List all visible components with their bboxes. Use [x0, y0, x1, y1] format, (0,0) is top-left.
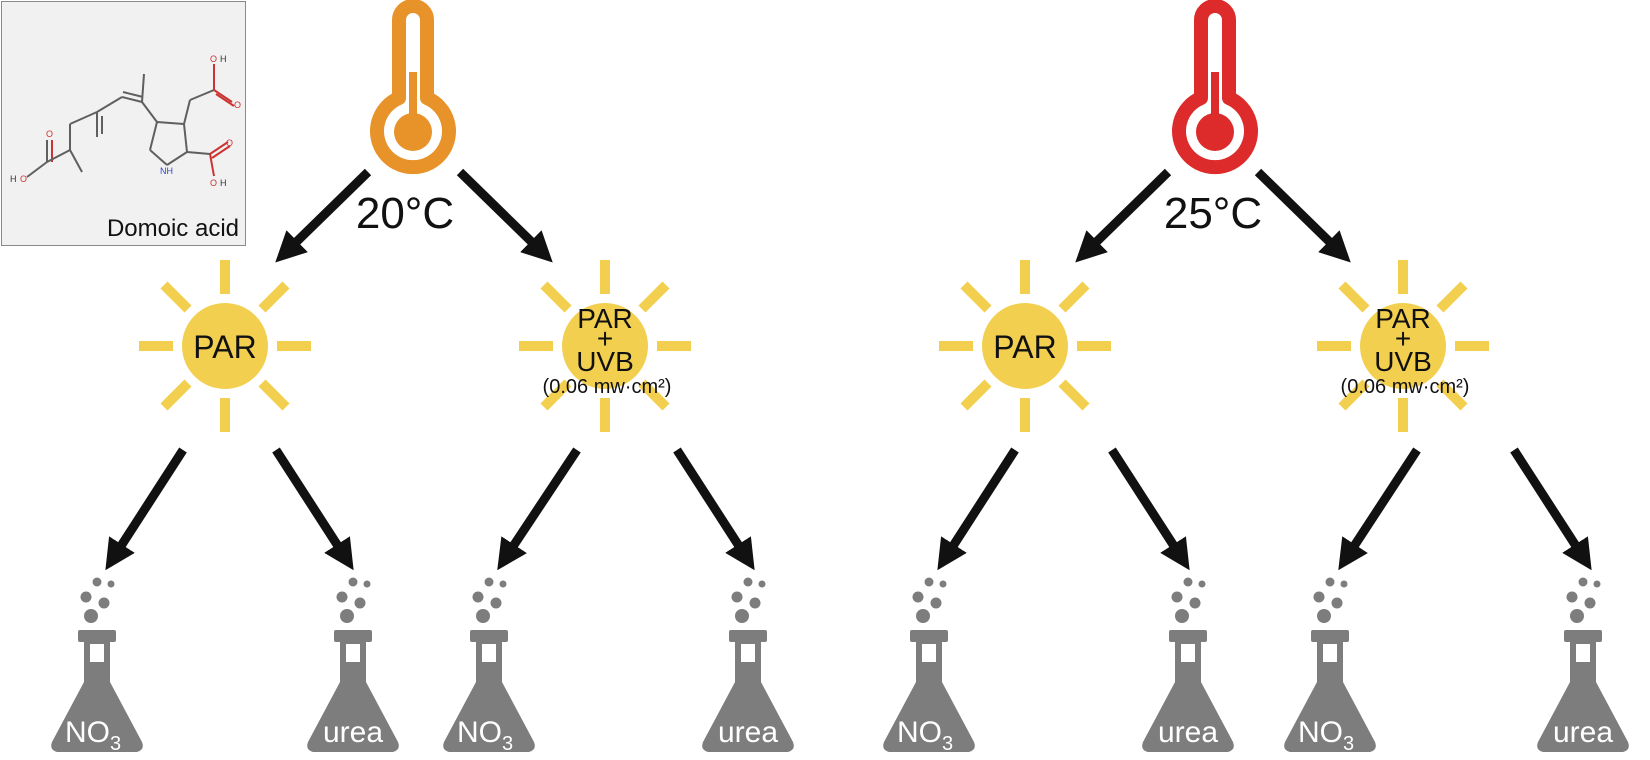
arrow-20-paruvb [456, 168, 553, 263]
domoic-acid-molecule: H O O O H O O O H NH [10, 54, 241, 188]
paruvb-line1: PAR [577, 303, 633, 334]
arrow-25-paruvb [1254, 168, 1351, 263]
atom-o-right: O [234, 100, 241, 110]
atom-o-ring-acid: O [226, 138, 233, 148]
atom-h-bottom: H [220, 178, 227, 188]
thermometer-icon [1172, 0, 1258, 175]
light-arrows [105, 447, 1592, 571]
sun-label-paruvb-25: PAR + UVB (0.06 mw·cm²) [1341, 303, 1470, 398]
atom-o-top: O [210, 54, 217, 64]
temperature-arrows [275, 168, 1351, 263]
sun-label-paruvb-20: PAR + UVB (0.06 mw·cm²) [543, 303, 672, 398]
arrow-uvb20-no3 [497, 447, 581, 571]
atom-n-ring: NH [160, 166, 173, 176]
nitrate-formula: NO [457, 716, 502, 749]
sun-label-par-20: PAR [193, 329, 256, 365]
paruvb-line1: PAR [1375, 303, 1431, 334]
atom-o-left-top: O [46, 129, 53, 139]
temperature-label-25: 25°C [1164, 189, 1262, 238]
atom-h-left: H [10, 174, 17, 184]
atom-h-top: H [220, 54, 227, 64]
arrow-par20-urea [272, 447, 354, 571]
arrow-par20-no3 [105, 447, 187, 571]
paruvb-plus: + [1395, 323, 1411, 354]
flask-label-urea: urea [323, 716, 383, 749]
paruvb-dose: (0.06 mw·cm²) [543, 376, 672, 398]
nitrate-subscript: 3 [110, 733, 121, 755]
arrow-uvb25-no3 [1338, 447, 1421, 571]
arrow-25-par [1075, 168, 1172, 263]
arrow-par25-urea [1108, 447, 1190, 571]
paruvb-dose: (0.06 mw·cm²) [1341, 376, 1470, 398]
nitrate-formula: NO [1298, 716, 1343, 749]
nitrate-subscript: 3 [942, 733, 953, 755]
paruvb-uvb: UVB [1374, 346, 1432, 377]
flask-label-nitrate: NO3 [457, 716, 513, 755]
nitrate-formula: NO [897, 716, 942, 749]
flask-label-nitrate: NO3 [65, 716, 121, 755]
domoic-acid-structure-panel: H O O O H O O O H NH Domoic acid [1, 1, 246, 246]
arrow-par25-no3 [937, 447, 1019, 571]
atom-o-left: O [20, 174, 27, 184]
sun-label-par-25: PAR [993, 329, 1056, 365]
paruvb-plus: + [597, 323, 613, 354]
paruvb-uvb: UVB [576, 346, 634, 377]
flask-label-nitrate: NO3 [897, 716, 953, 755]
atom-o-bottom: O [210, 178, 217, 188]
arrow-20-par [275, 168, 372, 263]
nitrate-subscript: 3 [1343, 733, 1354, 755]
thermometer-icon [370, 0, 456, 175]
temperature-label-20: 20°C [356, 189, 454, 238]
flask-label-urea: urea [1553, 716, 1613, 749]
inset-label: Domoic acid [106, 215, 239, 242]
flask-label-urea: urea [1158, 716, 1218, 749]
arrow-uvb20-urea [673, 447, 755, 571]
flask-label-nitrate: NO3 [1298, 716, 1354, 755]
nitrate-formula: NO [65, 716, 110, 749]
arrow-uvb25-urea [1510, 447, 1592, 571]
nitrate-subscript: 3 [502, 733, 513, 755]
flask-label-urea: urea [718, 716, 778, 749]
